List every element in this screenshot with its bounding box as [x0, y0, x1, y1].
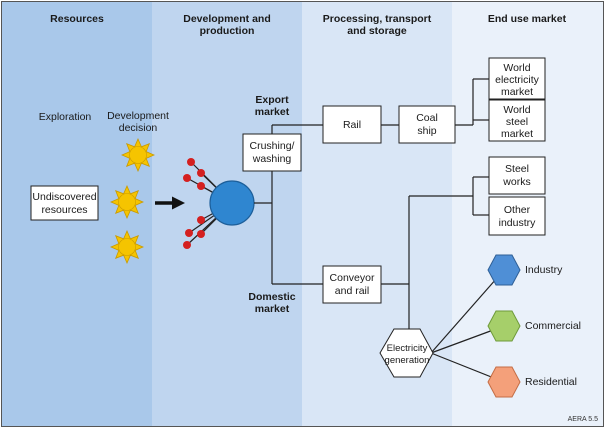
crushing-washing-label-line2: washing: [252, 153, 292, 165]
world-electricity-label-line3: market: [501, 86, 533, 98]
undiscovered-resources-label-line2: resources: [41, 204, 87, 216]
other-industry-label-line2: industry: [499, 217, 537, 229]
world-steel-label-line3: market: [501, 128, 533, 140]
coal-ship-label-line2: ship: [417, 125, 436, 137]
column-header-resources: Resources: [50, 13, 104, 25]
electricity-generation-hexagon: Electricity generation: [379, 328, 434, 378]
red-dot-icon: [197, 230, 205, 238]
undiscovered-resources-label-line1: Undiscovered: [32, 191, 96, 203]
arrow-right-icon: [155, 196, 185, 210]
red-dot-icon: [183, 174, 191, 182]
world-steel-label-line1: World: [503, 104, 530, 116]
electricity-generation-label-line2: generation: [385, 355, 430, 366]
red-dot-icon: [197, 169, 205, 177]
red-dot-icon: [183, 241, 191, 249]
world-steel-market-box: World steel market: [488, 99, 546, 142]
undiscovered-resources-box: Undiscovered resources: [30, 185, 99, 221]
domestic-market-label-line2: market: [255, 303, 290, 315]
crushing-washing-label-line1: Crushing/: [250, 140, 295, 152]
mine-hub-icon: [183, 158, 255, 249]
figure-code: AERA 5.5: [568, 416, 598, 423]
sun-icon: [120, 137, 156, 173]
column-header-development-line2: production: [200, 25, 255, 37]
red-dot-icon: [185, 229, 193, 237]
rail-box: Rail: [322, 105, 382, 144]
development-decision-label-line2: decision: [119, 122, 158, 134]
industry-label: Industry: [525, 264, 563, 276]
commercial-label: Commercial: [525, 320, 581, 332]
coal-ship-box: Coal ship: [398, 105, 456, 144]
domestic-market-label-line1: Domestic: [248, 291, 295, 303]
steel-works-label-line1: Steel: [505, 163, 529, 175]
rail-label: Rail: [343, 119, 361, 131]
electricity-generation-label-line1: Electricity: [387, 343, 428, 354]
residential-label: Residential: [525, 376, 577, 388]
world-electricity-label-line2: electricity: [495, 74, 540, 86]
hub-circle: [209, 180, 255, 226]
sun-icon: [109, 184, 145, 220]
other-industry-box: Other industry: [488, 196, 546, 236]
commercial-hexagon-icon: [487, 310, 521, 342]
red-dot-icon: [197, 182, 205, 190]
export-market-label-line2: market: [255, 106, 290, 118]
column-header-processing-line1: Processing, transport: [323, 13, 432, 25]
column-header-processing-line2: and storage: [347, 25, 407, 37]
world-electricity-label-line1: World: [503, 62, 530, 74]
sun-icons: [109, 137, 156, 265]
steel-works-box: Steel works: [488, 156, 546, 195]
other-industry-label-line1: Other: [504, 204, 531, 216]
column-processing-background: [302, 2, 452, 426]
export-market-label-line1: Export: [255, 94, 289, 106]
crushing-washing-box: Crushing/ washing: [242, 133, 302, 172]
residential-hexagon-icon: [487, 366, 521, 398]
development-decision-label-line1: Development: [107, 110, 169, 122]
world-electricity-market-box: World electricity market: [488, 57, 546, 100]
sun-icon: [109, 229, 145, 265]
industry-hexagon-icon: [487, 254, 521, 286]
coal-ship-label-line1: Coal: [416, 112, 438, 124]
world-steel-label-line2: steel: [506, 116, 528, 128]
exploration-label: Exploration: [39, 111, 92, 123]
red-dot-icon: [187, 158, 195, 166]
column-header-development-line1: Development and: [183, 13, 271, 25]
conveyor-rail-box: Conveyor and rail: [322, 265, 382, 304]
steel-works-label-line2: works: [502, 176, 530, 188]
column-header-enduse: End use market: [488, 13, 567, 25]
conveyor-rail-label-line2: and rail: [335, 285, 369, 297]
conveyor-rail-label-line1: Conveyor: [330, 272, 375, 284]
red-dot-icon: [197, 216, 205, 224]
